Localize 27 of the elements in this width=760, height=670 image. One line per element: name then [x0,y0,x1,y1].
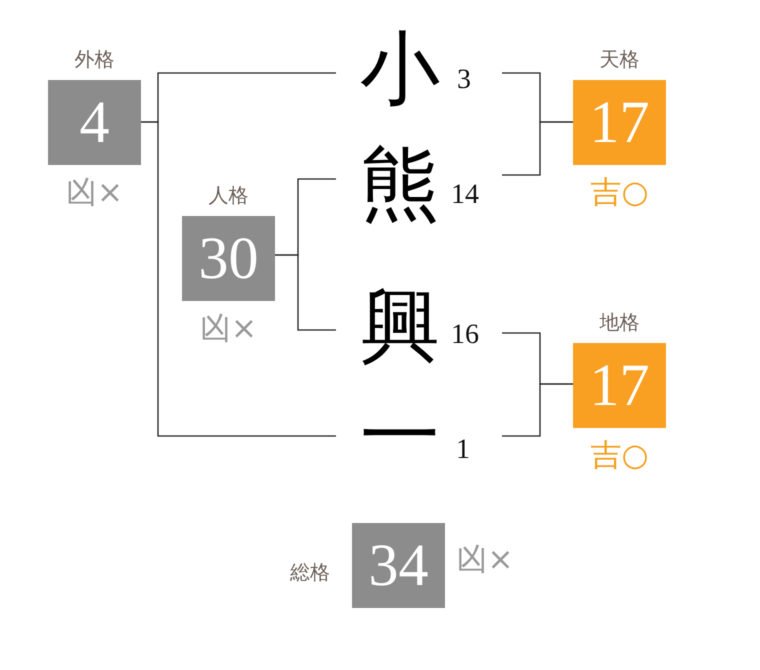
name-character: 小 [360,30,440,110]
bracket-line [141,121,336,437]
stroke-count: 1 [456,436,470,464]
bracket-line [502,383,573,437]
score-box: 17 [573,343,666,428]
box-heading: 人格 [208,185,248,205]
verdict-text: 凶× [66,178,123,208]
score-box: 17 [573,80,666,165]
verdict-text: 凶× [200,314,257,344]
verdict-text: 吉○ [590,440,649,472]
name-character: 熊 [360,145,440,225]
box-heading: 地格 [600,312,640,332]
score-box: 34 [352,523,445,608]
stroke-count: 16 [451,321,479,349]
box-heading: 総格 [290,562,330,582]
stroke-count: 14 [451,181,479,209]
score-box: 30 [182,216,275,301]
verdict-text: 凶× [456,544,514,576]
name-character: 一 [360,397,440,477]
bracket-line [275,254,336,331]
verdict-text: 吉○ [590,178,649,208]
score-box: 4 [48,80,141,165]
box-heading: 外格 [74,49,114,69]
name-character: 興 [360,287,440,367]
bracket-line [502,121,573,176]
box-heading: 天格 [600,49,640,69]
stroke-count: 3 [457,66,471,94]
